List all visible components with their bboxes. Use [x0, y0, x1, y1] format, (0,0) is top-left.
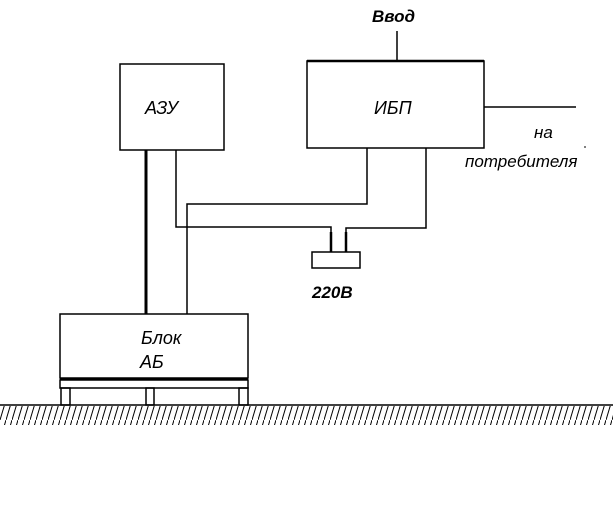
battery-label-line1: Блок — [141, 328, 183, 348]
battery-stand-legs — [60, 387, 249, 406]
output-label-line1: на — [534, 123, 553, 142]
ground-hatch — [0, 404, 613, 425]
charger-label: АЗУ — [144, 98, 179, 118]
outlet-box: 220В — [311, 251, 361, 302]
input-label: Ввод — [372, 7, 415, 26]
ups-box: ИБП — [306, 59, 485, 149]
battery-block: Блок АБ — [59, 313, 249, 389]
ups-battery-wire — [186, 148, 368, 314]
charger-box: АЗУ — [119, 63, 225, 151]
battery-label-line2: АБ — [139, 352, 164, 372]
output-label-line2: потребителя — [465, 152, 577, 171]
outlet-label: 220В — [311, 283, 353, 302]
ups-outlet-wire — [345, 148, 427, 252]
ups-label: ИБП — [374, 98, 413, 118]
charger-outlet-wire — [175, 150, 332, 252]
